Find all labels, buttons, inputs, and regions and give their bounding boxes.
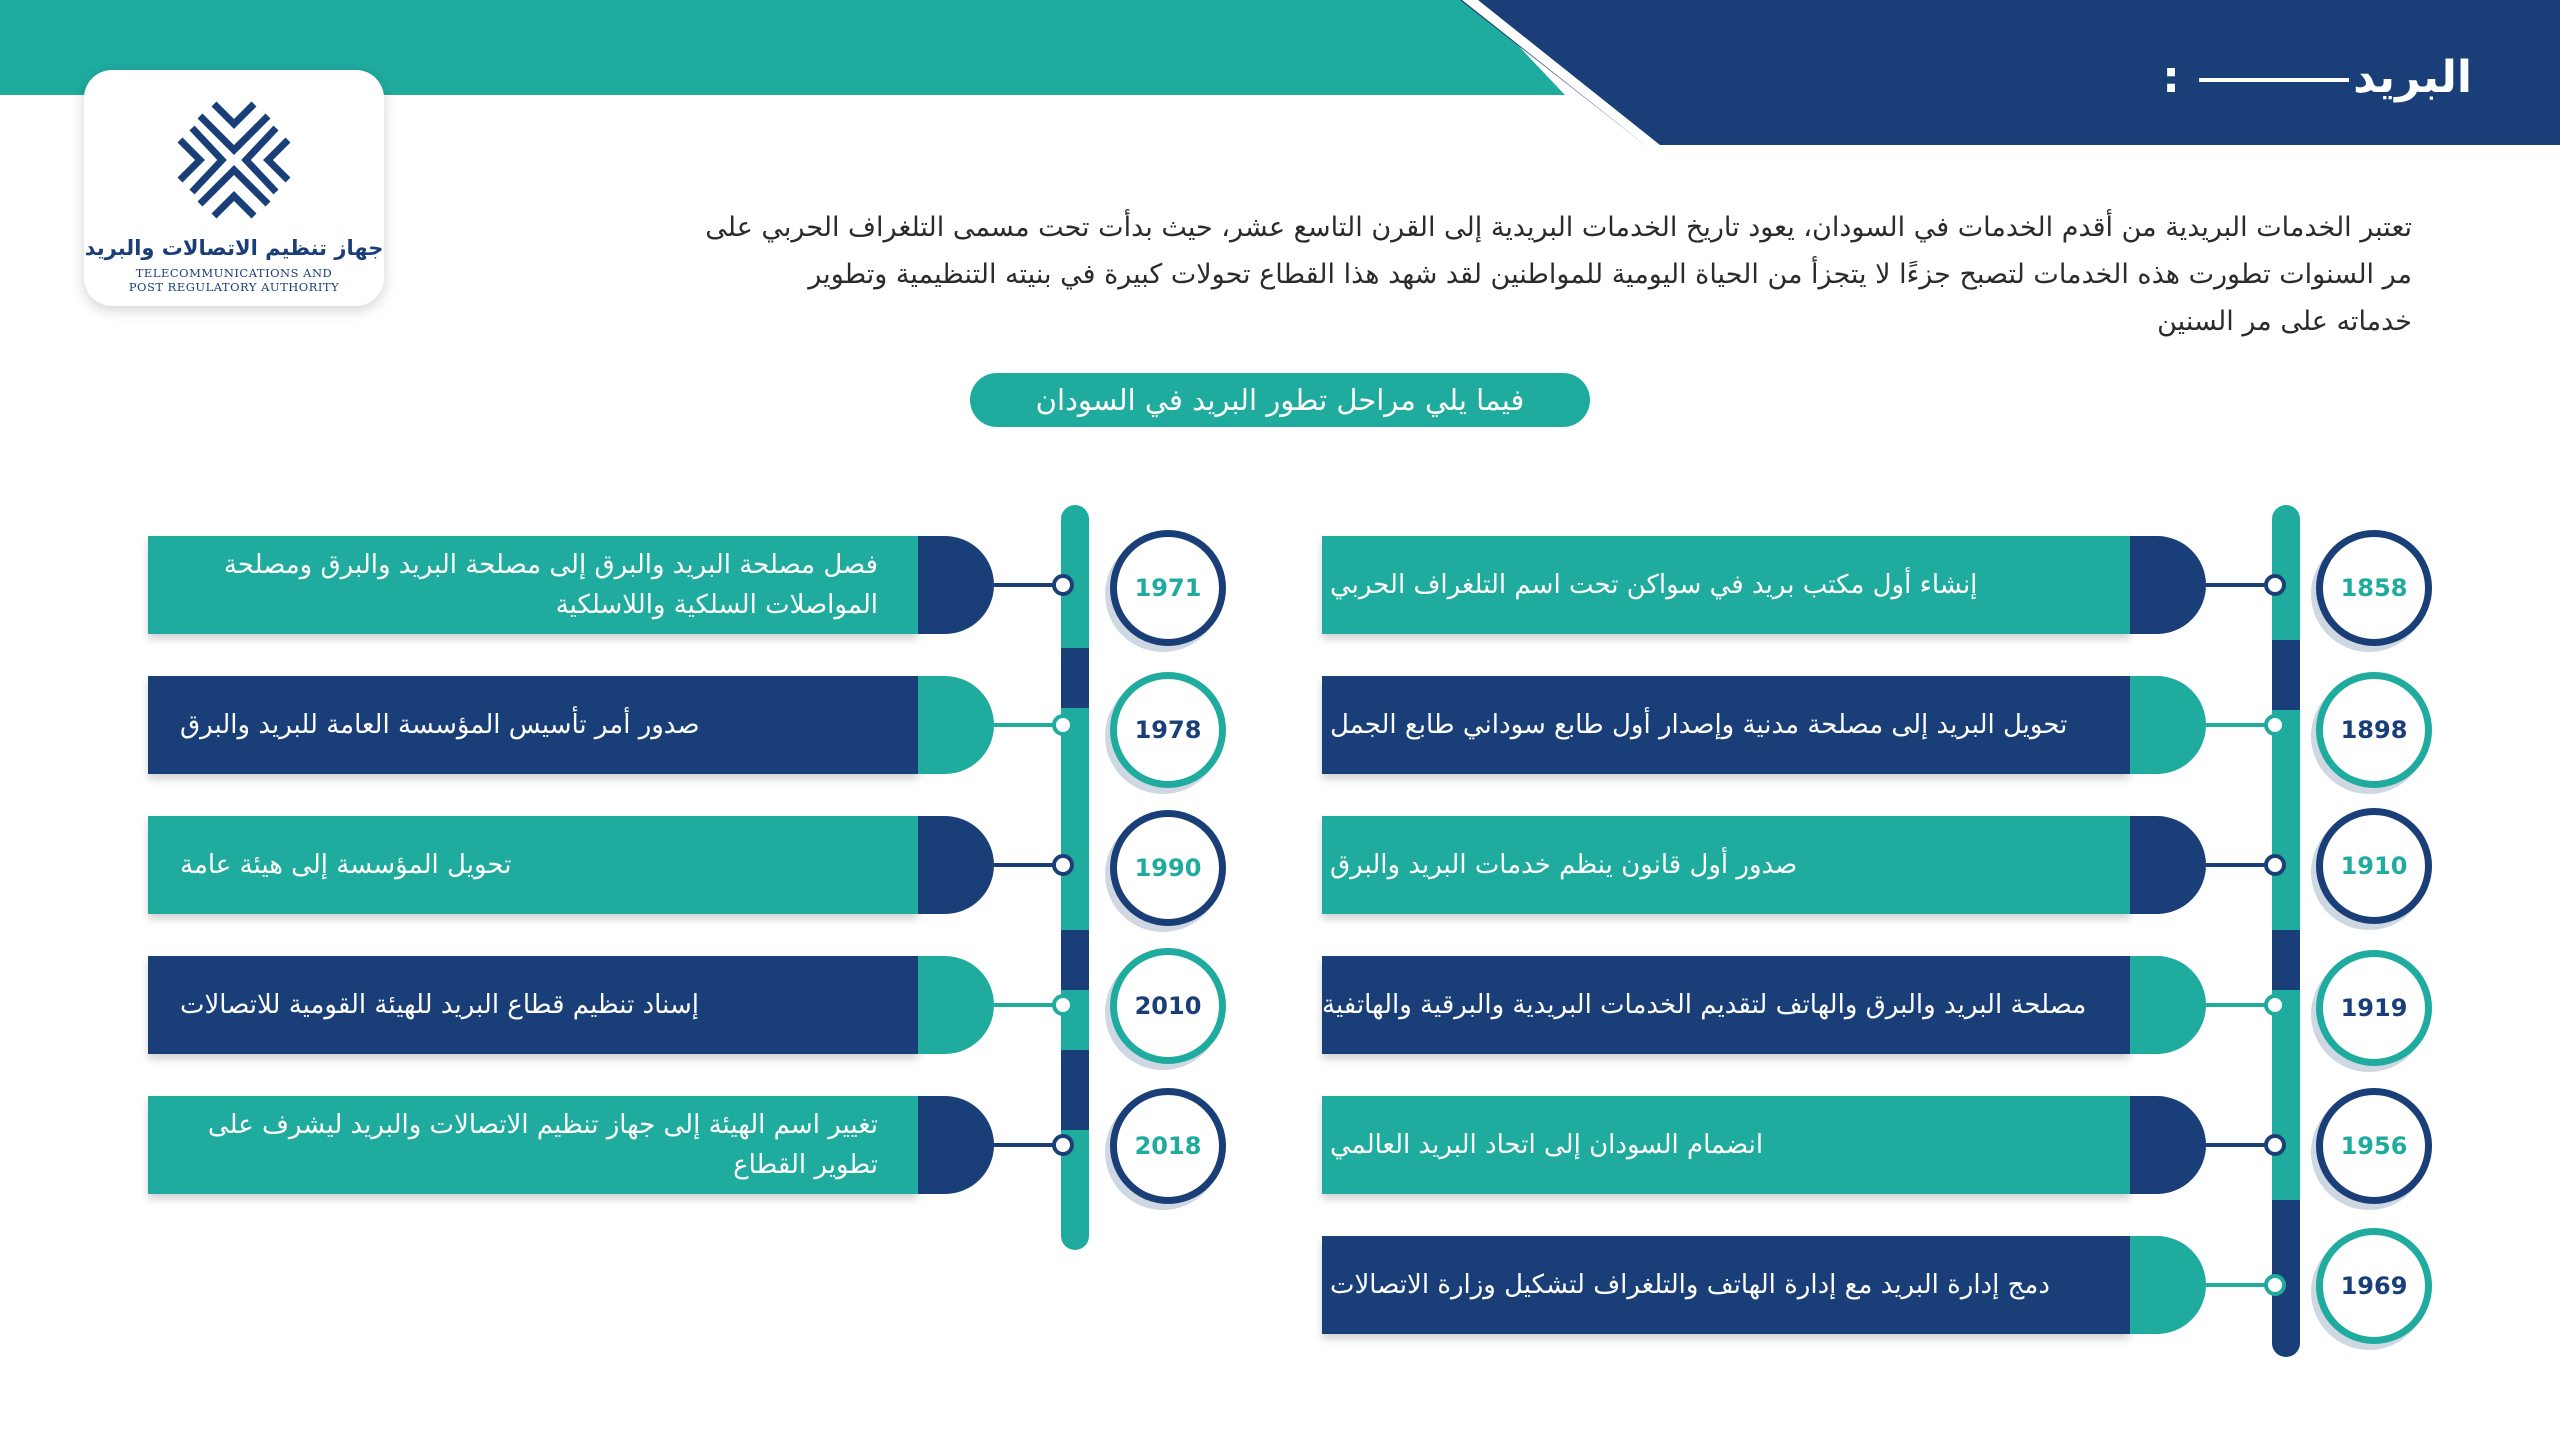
event-bar-cap: [2130, 816, 2206, 914]
event-bar-cap: [918, 816, 994, 914]
connector-line: [2206, 583, 2272, 587]
year-label: 2018: [1134, 1132, 1202, 1160]
event-bar-cap: [2130, 956, 2206, 1054]
year-label: 1971: [1134, 574, 1202, 602]
connector-line: [2206, 863, 2272, 867]
intro-line-2: مر السنوات تطورت هذه الخدمات لتصبح جزءًا…: [808, 259, 2412, 290]
event-text: تغيير اسم الهيئة إلى جهاز تنظيم الاتصالا…: [207, 1110, 878, 1180]
event-text: فصل مصلحة البريد والبرق إلى مصلحة البريد…: [223, 550, 878, 620]
event-bar-cap: [2130, 536, 2206, 634]
timeline-dot: [2264, 574, 2286, 596]
event-bar: [148, 536, 918, 634]
connector-line: [994, 583, 1060, 587]
event-text: صدور أول قانون ينظم خدمات البريد والبرق: [1330, 850, 1798, 880]
year-label: 1898: [2340, 716, 2408, 744]
page-title-text: البريد: [2353, 52, 2472, 103]
year-badge: 2018: [1110, 1088, 1226, 1204]
timeline-dot: [2264, 714, 2286, 736]
connector-line: [994, 723, 1060, 727]
spine-segment: [1061, 1050, 1089, 1130]
timeline-dot: [1052, 854, 1074, 876]
spine-segment: [2272, 930, 2300, 990]
event-text: تحويل البريد إلى مصلحة مدنية وإصدار أول …: [1330, 710, 2068, 740]
year-label: 2010: [1134, 992, 1202, 1020]
connector-line: [994, 1143, 1060, 1147]
year-badge: 1971: [1110, 530, 1226, 646]
event-text-container: إنشاء مصلحة البريد والبرق والهاتف لتقديم…: [1322, 956, 2090, 1054]
intro-paragraph: تعتبر الخدمات البريدية من أقدم الخدمات ف…: [632, 204, 2412, 345]
event-bar: [148, 676, 918, 774]
section-pill: فيما يلي مراحل تطور البريد في السودان: [970, 373, 1590, 427]
spine-segment: [1061, 930, 1089, 990]
connector-line: [994, 1003, 1060, 1007]
event-bar: [1322, 816, 2130, 914]
year-label: 1858: [2340, 574, 2408, 602]
event-bar-cap: [918, 676, 994, 774]
event-text: إنشاء مصلحة البريد والبرق والهاتف لتقديم…: [1322, 990, 2090, 1020]
year-label: 1910: [2340, 852, 2408, 880]
connector-line: [2206, 1143, 2272, 1147]
event-bar: [148, 956, 918, 1054]
spine-segment: [1061, 648, 1089, 708]
year-badge: 1978: [1110, 672, 1226, 788]
header-band: [0, 0, 2560, 145]
spine-segment: [2272, 640, 2300, 710]
year-label: 1919: [2340, 994, 2408, 1022]
timeline-dot: [2264, 1134, 2286, 1156]
year-badge: 1910: [2316, 808, 2432, 924]
logo-arabic-name: جهاز تنظيم الاتصالات والبريد: [84, 236, 384, 260]
event-bar-cap: [918, 956, 994, 1054]
event-bar-cap: [2130, 1236, 2206, 1334]
event-text: تحويل المؤسسة إلى هيئة عامة: [180, 850, 512, 880]
logo-emblem-icon: [177, 101, 291, 219]
intro-line-1: تعتبر الخدمات البريدية من أقدم الخدمات ف…: [705, 212, 2412, 243]
intro-line-3: خدماته على مر السنين: [2157, 306, 2412, 337]
event-bar-cap: [918, 536, 994, 634]
year-label: 1969: [2340, 1272, 2408, 1300]
event-bar: [148, 1096, 918, 1194]
year-badge: 1990: [1110, 810, 1226, 926]
logo-english-line1: TELECOMMUNICATIONS AND: [135, 266, 333, 280]
timeline-dot: [1052, 994, 1074, 1016]
event-text: انضمام السودان إلى اتحاد البريد العالمي: [1330, 1130, 1764, 1160]
logo-english-line2: POST REGULATORY AUTHORITY: [128, 280, 340, 294]
title-dash: [2199, 78, 2350, 82]
event-bar: [1322, 1236, 2130, 1334]
timeline-dot: [1052, 1134, 1074, 1156]
event-bar: [1322, 536, 2130, 634]
event-text: إنشاء أول مكتب بريد في سواكن تحت اسم الت…: [1330, 570, 1978, 600]
year-badge: 1898: [2316, 672, 2432, 788]
connector-line: [2206, 1003, 2272, 1007]
event-text: صدور أمر تأسيس المؤسسة العامة للبريد وال…: [180, 710, 700, 740]
timeline-dot: [2264, 1274, 2286, 1296]
event-text: إسناد تنظيم قطاع البريد للهيئة القومية ل…: [180, 990, 699, 1020]
timeline-dot: [2264, 994, 2286, 1016]
year-label: 1978: [1134, 716, 1202, 744]
year-badge: 1956: [2316, 1088, 2432, 1204]
event-bar-cap: [2130, 676, 2206, 774]
event-bar-cap: [918, 1096, 994, 1194]
year-badge: 1858: [2316, 530, 2432, 646]
year-label: 1956: [2340, 1132, 2408, 1160]
event-bar: [1322, 956, 2130, 1054]
connector-line: [2206, 723, 2272, 727]
connector-line: [2206, 1283, 2272, 1287]
year-badge: 1969: [2316, 1228, 2432, 1344]
event-bar: [1322, 676, 2130, 774]
connector-line: [994, 863, 1060, 867]
timeline-dot: [1052, 714, 1074, 736]
event-bar-cap: [2130, 1096, 2206, 1194]
authority-logo: جهاز تنظيم الاتصالات والبريد TELECOMMUNI…: [84, 70, 384, 306]
event-bar: [1322, 1096, 2130, 1194]
timeline-dot: [2264, 854, 2286, 876]
year-badge: 1919: [2316, 950, 2432, 1066]
event-bar: [148, 816, 918, 914]
year-label: 1990: [1134, 854, 1202, 882]
year-badge: 2010: [1110, 948, 1226, 1064]
page-title: البريد :: [2162, 52, 2472, 103]
event-text: دمج إدارة البريد مع إدارة الهاتف والتلغر…: [1330, 1270, 2050, 1300]
timeline-dot: [1052, 574, 1074, 596]
